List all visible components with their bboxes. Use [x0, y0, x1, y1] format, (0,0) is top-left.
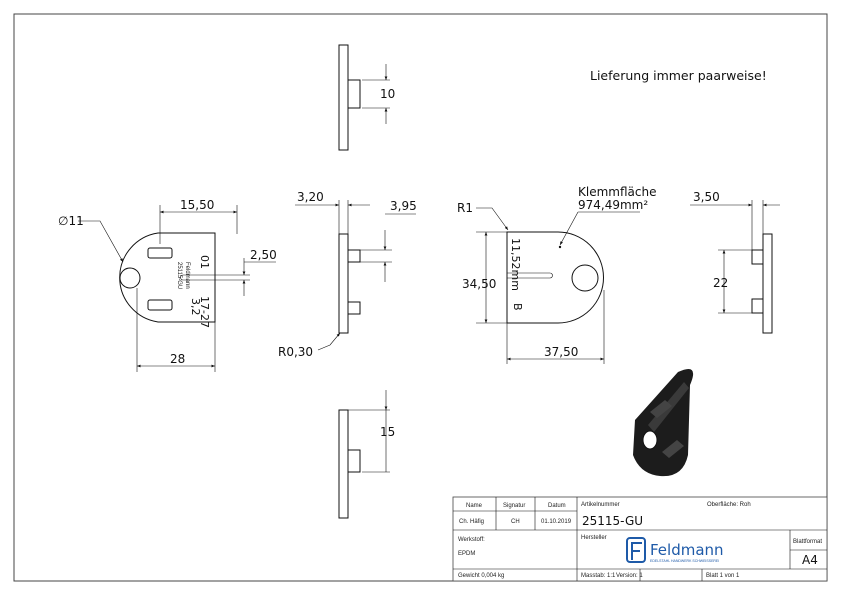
tb-artikel-label: Artikelnummer [581, 502, 620, 508]
left-thickness: 3,2 [189, 298, 202, 316]
dim-2-50: 2,50 [250, 248, 277, 262]
left-number: 01 [198, 255, 211, 269]
dim-22: 22 [713, 276, 728, 290]
dim-37-50: 37,50 [544, 345, 578, 359]
dim-3-20: 3,20 [297, 190, 324, 204]
tb-h-signatur: Signatur [503, 503, 525, 509]
left-brand: Feldmann [184, 262, 190, 289]
tb-datum: 01.10.2019 [541, 519, 572, 525]
tb-h-name: Name [466, 503, 483, 509]
tb-werkstoff-label: Werkstoff: [458, 537, 485, 543]
dim-diameter: ∅11 [58, 214, 84, 228]
dim-3-95: 3,95 [390, 199, 417, 213]
tb-blatt: Blatt 1 von 1 [706, 573, 740, 579]
right-mark: 11,52mm [509, 238, 522, 291]
left-code: 25115-GU [176, 262, 182, 289]
tb-blattformat-label: Blattformat [793, 539, 822, 545]
tb-massstab: Masstab: 1:1 [581, 573, 616, 579]
tb-h-datum: Datum [548, 503, 566, 509]
middle-side-view: 3,20 3,95 R0,30 [278, 190, 417, 359]
dim-3-50: 3,50 [693, 190, 720, 204]
left-front-view: Feldmann 25115-GU 01 3,2 17-27 ∅11 15,50… [58, 198, 277, 372]
feldmann-logo: Feldmann EDELSTAHL HANDWERK SCHWEISSEREI [626, 537, 724, 563]
isometric-view [633, 368, 694, 477]
right-front-view: 11,52mm B Klemmfläche 974,49mm² R1 34,50… [457, 185, 656, 364]
bottom-side-view: 15 [338, 390, 395, 519]
tb-blattformat: A4 [802, 553, 818, 567]
clamp-area-value: 974,49mm² [578, 198, 648, 212]
right-letter: B [511, 303, 524, 311]
tb-signatur: CH [511, 519, 520, 525]
left-range: 17-27 [198, 296, 211, 328]
logo-sub: EDELSTAHL HANDWERK SCHWEISSEREI [650, 559, 719, 563]
dim-15: 15 [380, 425, 395, 439]
dim-15-50: 15,50 [180, 198, 214, 212]
delivery-note: Lieferung immer paarweise! [590, 68, 767, 83]
tb-version: Version: 1 [616, 573, 643, 579]
tb-oberflaeche: Oberfläche: Roh [707, 502, 751, 508]
title-block: Name Signatur Datum Ch. Häfig CH 01.10.2… [452, 496, 828, 582]
right-side-view: 3,50 22 [690, 190, 780, 334]
dim-28: 28 [170, 352, 185, 366]
tb-gewicht: Gewicht 0,004 kg [458, 573, 504, 579]
dim-r1: R1 [457, 201, 473, 215]
tb-hersteller-label: Hersteller [581, 535, 607, 541]
dim-r0-30: R0,30 [278, 345, 313, 359]
tb-name: Ch. Häfig [459, 519, 484, 525]
logo-text: Feldmann [650, 541, 724, 559]
tb-artikel: 25115-GU [582, 514, 643, 528]
tb-werkstoff: EPDM [458, 551, 475, 557]
sheet-border [13, 13, 828, 582]
dim-10: 10 [380, 87, 395, 101]
dim-34-50: 34,50 [462, 277, 496, 291]
top-side-view: 10 [338, 44, 395, 151]
clamp-area-label: Klemmfläche [578, 185, 656, 199]
